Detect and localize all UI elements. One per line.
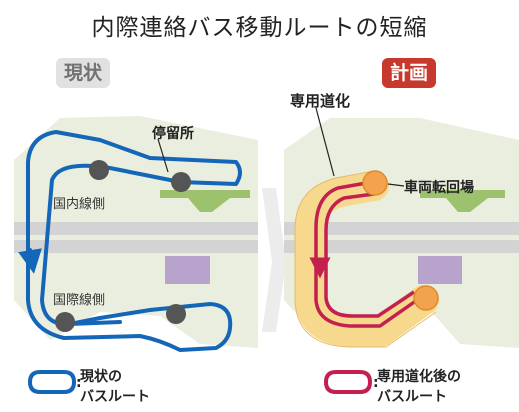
turnaround-top: [362, 170, 388, 196]
planned-route-map: [284, 107, 519, 348]
dedicated-road-label: 専用道化: [290, 92, 351, 110]
legend-current-line1: 現状の: [80, 369, 122, 385]
runway-right: [284, 222, 519, 253]
bus-stop-markers: [55, 160, 191, 332]
legend-plan-line2: バスルート: [377, 389, 447, 405]
current-badge: 現状: [56, 58, 111, 88]
turnaround-label: 車両転回場: [404, 180, 474, 196]
legend-plan-line1: 専用道化後の: [377, 369, 461, 385]
stop-leader-line: [157, 138, 169, 173]
domestic-side-label: 国内線側: [53, 197, 106, 212]
dedicated-road-outline: [294, 170, 437, 348]
turnaround-bottom: [413, 285, 439, 311]
international-side-label: 国際線側: [53, 293, 106, 308]
turnaround-leader-line: [387, 183, 405, 187]
plan-badge: 計画: [382, 58, 437, 88]
legend-plan-colon: :: [373, 375, 379, 391]
bus-stop-label: 停留所: [152, 126, 194, 142]
legend-current-colon: :: [76, 375, 82, 391]
legend-plan-glyph: [323, 370, 373, 394]
international-apron-plan: [418, 256, 462, 284]
bus-stop-1: [89, 160, 109, 180]
legend-current-glyph: [27, 370, 77, 394]
diagram-title: 内際連絡バス移動ルートの短縮: [91, 15, 428, 41]
dedicated-leader-line: [315, 107, 335, 177]
runway-left: [14, 222, 258, 253]
current-route-map: [14, 116, 258, 352]
bus-stop-4: [166, 304, 186, 324]
transition-arrow: [262, 188, 286, 332]
legend-current-line2: バスルート: [80, 389, 150, 405]
bus-stop-3: [55, 312, 75, 332]
bus-stop-2: [171, 172, 191, 192]
domestic-apron: [160, 190, 250, 212]
domestic-apron-plan: [420, 190, 505, 212]
planned-bus-route: [309, 180, 422, 328]
international-apron: [165, 256, 210, 284]
